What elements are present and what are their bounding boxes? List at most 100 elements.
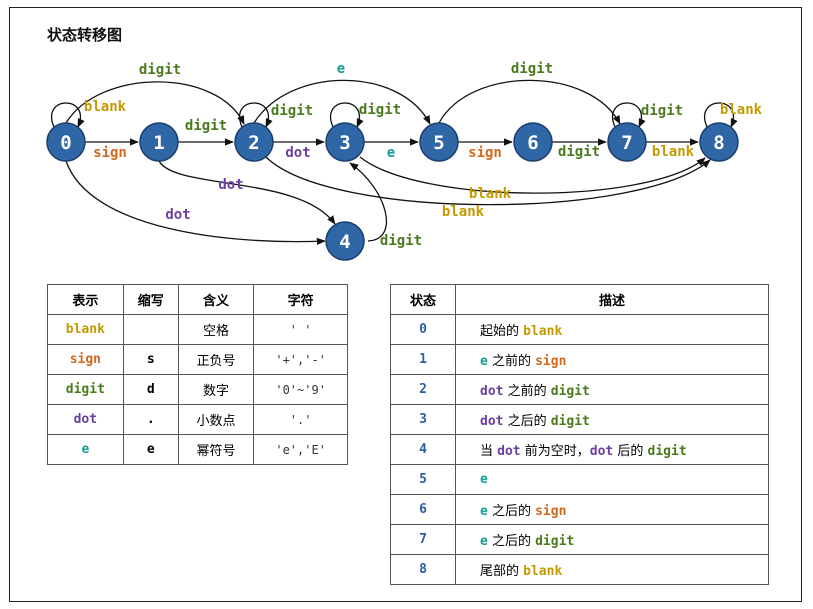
symbol-cell: digit: [47, 374, 124, 405]
keyword-dot: dot: [497, 444, 521, 459]
edge-0-4: [65, 160, 326, 245]
abbr-cell: [122, 314, 179, 345]
keyword-sign: sign: [535, 504, 567, 519]
state-node-6: [513, 122, 553, 162]
edge-1-4: [158, 160, 336, 225]
chars-cell: 'e','E': [253, 434, 348, 465]
keyword-digit: digit: [550, 414, 590, 429]
keyword-e: e: [480, 472, 488, 487]
keyword-blank: blank: [523, 564, 563, 579]
state-desc-cell: e 之后的 sign: [455, 494, 769, 525]
symbol-cell: blank: [47, 314, 124, 345]
keyword-e: e: [480, 534, 488, 549]
desc-text: 之前的: [487, 354, 536, 369]
state-node-2: [234, 122, 274, 162]
state-node-3: [325, 122, 365, 162]
edge-2-8: [265, 156, 711, 206]
col-header: 表示: [47, 284, 124, 315]
state-row: 1 e 之前的 sign: [390, 344, 769, 375]
edges-layer: [51, 79, 738, 245]
edge-label-6-7: digit: [558, 144, 600, 160]
col-header: 状态: [390, 284, 456, 315]
symbol-cell: dot: [47, 404, 124, 435]
desc-text: 后的: [613, 444, 648, 459]
desc-text: 尾部的: [480, 564, 524, 579]
keyword-sign: sign: [535, 354, 567, 369]
edge-4-3: [349, 162, 388, 242]
keyword-e: e: [480, 354, 488, 369]
state-id-cell: 8: [390, 554, 456, 585]
symbol-cell: sign: [47, 344, 124, 375]
keyword-digit: digit: [647, 444, 687, 459]
keyword-blank: blank: [523, 324, 563, 339]
desc-text: 起始的: [480, 324, 524, 339]
edge-label-0-1: sign: [93, 145, 127, 161]
state-node-5: [419, 122, 459, 162]
chars-cell: '+','-': [253, 344, 348, 375]
meaning-cell: 空格: [177, 314, 255, 345]
edge-label-1-4: dot: [218, 177, 243, 193]
edge-0-0: [51, 102, 85, 128]
state-desc-cell: dot 之后的 digit: [455, 404, 769, 435]
symbol-row: dot.小数点'.': [47, 404, 348, 435]
keyword-dot: dot: [589, 444, 614, 459]
keyword-e: e: [480, 504, 488, 519]
edge-label-2-5: e: [337, 61, 345, 77]
state-row: 8 尾部的 blank: [390, 554, 769, 585]
edge-7-7: [612, 102, 646, 128]
edge-3-8: [359, 156, 706, 194]
state-node-label-3: 3: [339, 132, 350, 154]
chars-cell: '0'~'9': [253, 374, 348, 405]
state-transition-diagram: blanksigndigitdotdigitdotdigitdoteblankd…: [46, 61, 763, 261]
state-id-cell: 7: [390, 524, 456, 555]
desc-text: 之前的: [503, 384, 551, 399]
col-header: 字符: [253, 284, 348, 315]
symbol-table-header: 表示 缩写 含义 字符: [47, 284, 348, 315]
edge-label-5-7: digit: [511, 61, 553, 77]
state-id-cell: 1: [390, 344, 456, 375]
state-table-header: 状态 描述: [390, 284, 769, 315]
state-node-4: [325, 221, 365, 261]
state-desc-cell: 当 dot 前为空时，dot 后的 digit: [455, 434, 769, 465]
state-node-label-7: 7: [621, 132, 632, 154]
state-id-cell: 5: [390, 464, 456, 495]
edge-label-1-2: digit: [185, 118, 227, 134]
edge-labels-layer: blanksigndigitdotdigitdotdigitdoteblankd…: [84, 61, 763, 249]
edge-2-2: [239, 102, 273, 128]
state-desc-cell: e 之后的 digit: [455, 524, 769, 555]
meaning-cell: 幂符号: [177, 434, 255, 465]
meaning-cell: 小数点: [177, 404, 255, 435]
state-node-label-4: 4: [339, 231, 350, 253]
chars-cell: ' ': [253, 314, 348, 345]
edge-label-7-8: blank: [652, 144, 695, 160]
edge-label-3-5: e: [387, 145, 395, 161]
edge-2-5: [253, 79, 431, 125]
edge-label-5-6: sign: [468, 145, 502, 161]
state-node-1: [139, 122, 179, 162]
desc-text: 之后的: [487, 534, 536, 549]
state-desc-cell: 起始的 blank: [455, 314, 769, 345]
edge-label-2-8: blank: [442, 204, 485, 220]
keyword-digit: digit: [550, 384, 590, 399]
desc-text: 之后的: [503, 414, 551, 429]
state-node-label-8: 8: [713, 132, 724, 154]
abbr-cell: d: [122, 374, 179, 405]
edge-3-3: [330, 102, 364, 128]
state-node-label-6: 6: [527, 132, 538, 154]
edge-label-8-8: blank: [720, 102, 763, 118]
desc-text: 当: [480, 444, 498, 459]
state-id-cell: 6: [390, 494, 456, 525]
edge-label-0-0: blank: [84, 99, 127, 115]
edge-5-7: [438, 79, 621, 125]
keyword-dot: dot: [480, 384, 504, 399]
